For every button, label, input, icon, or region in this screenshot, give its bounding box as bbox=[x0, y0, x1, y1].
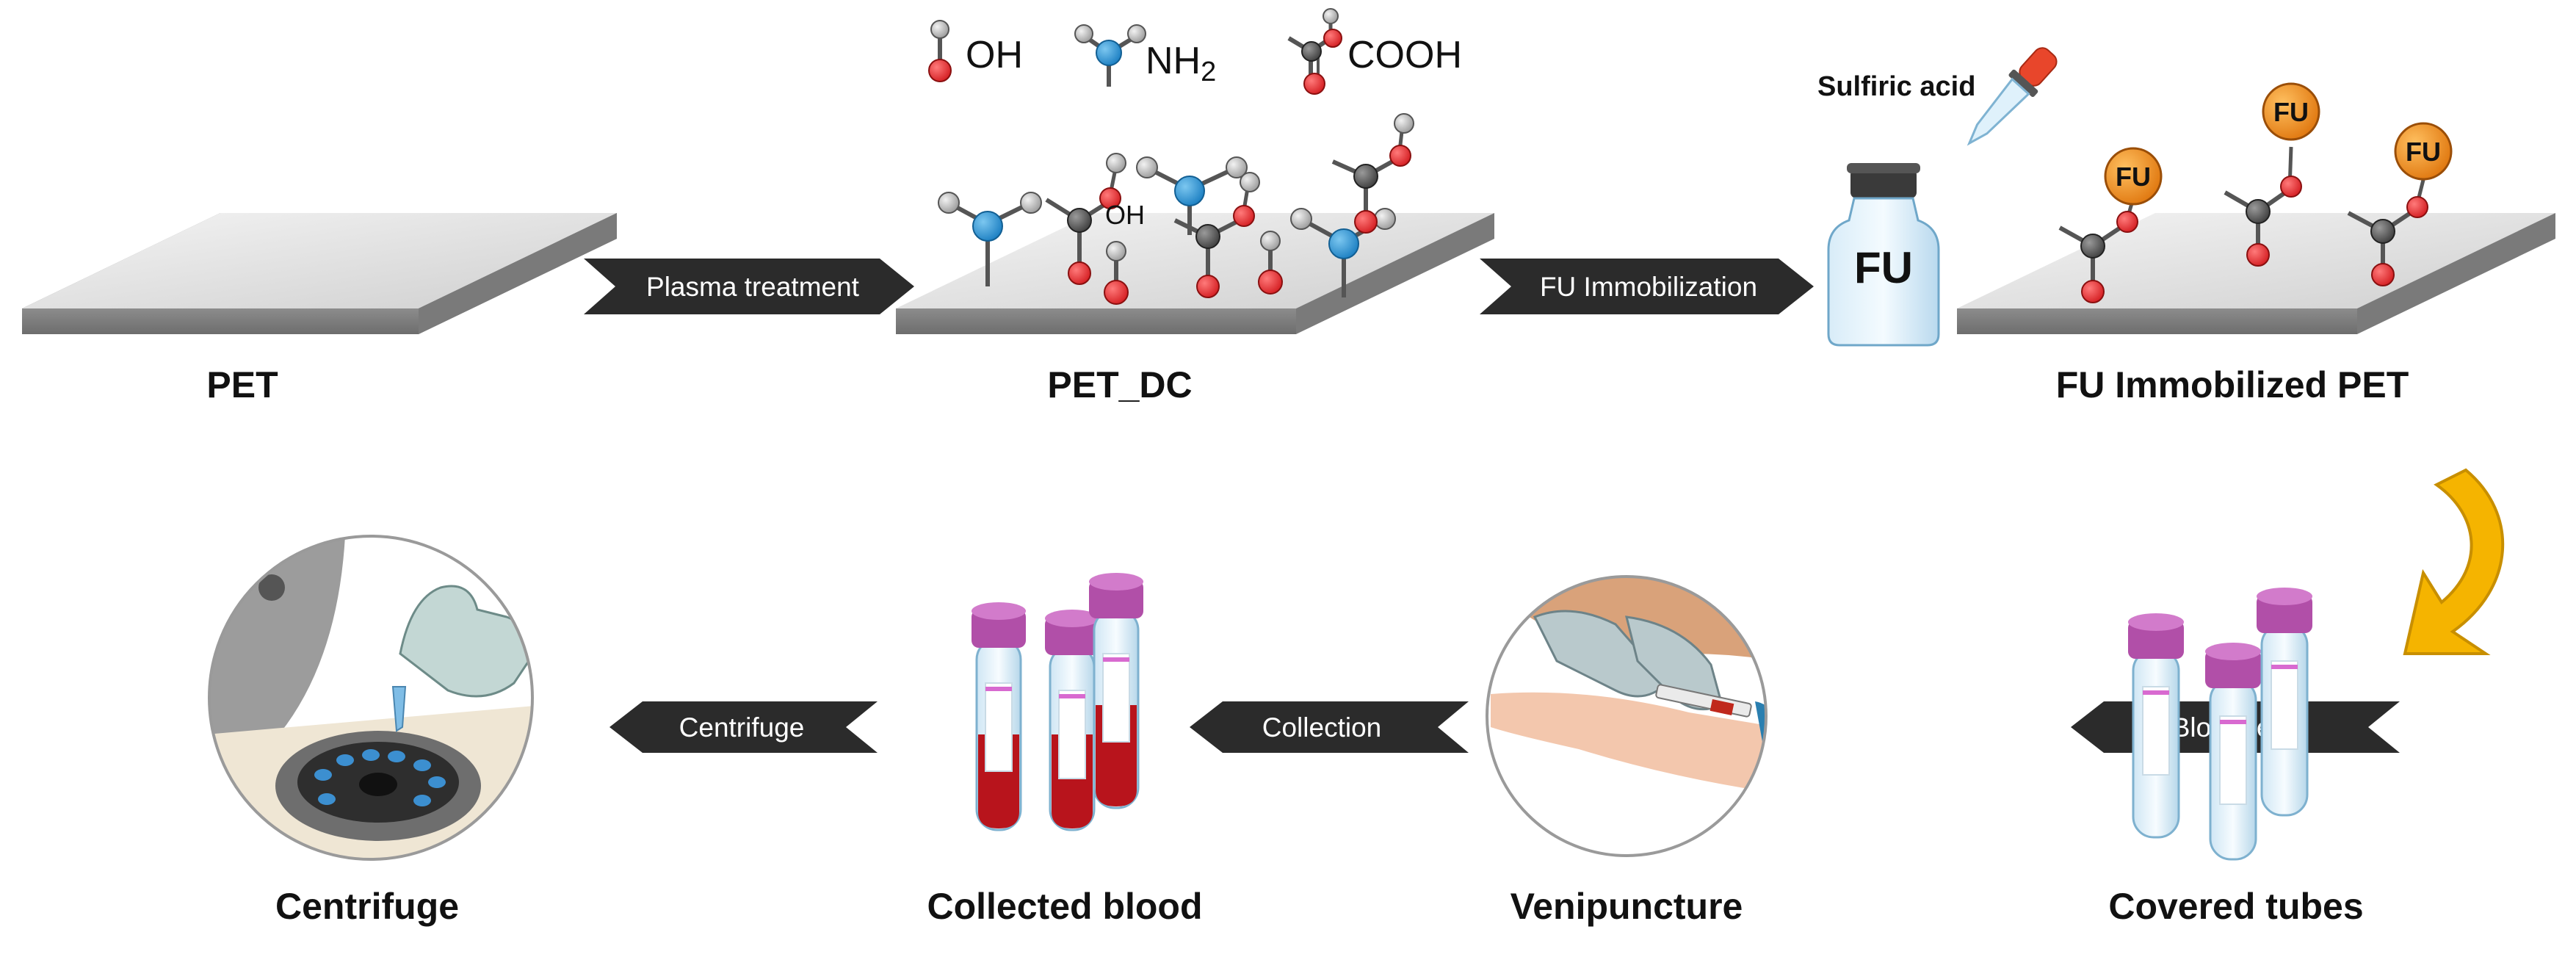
fu-attached-groups: FU FU FU bbox=[2058, 82, 2453, 303]
venipuncture-label: Venipuncture bbox=[1510, 886, 1743, 927]
curved-flow-arrow bbox=[2403, 468, 2505, 655]
covered-tubes-illustration bbox=[2128, 588, 2312, 861]
amine-legend-icon bbox=[1074, 24, 1146, 87]
legend: OH NH2 COOH bbox=[928, 8, 1462, 95]
fu-ester-group-icon: FU bbox=[2058, 147, 2163, 303]
collection-label: Collection bbox=[1262, 712, 1381, 743]
amine-group-icon bbox=[1136, 156, 1248, 235]
sulfuric-acid-label: Sulfiric acid bbox=[1817, 71, 1975, 102]
plasma-treatment-arrow: Plasma treatment bbox=[584, 259, 914, 314]
covered-tubes-label: Covered tubes bbox=[2108, 886, 2364, 927]
centrifuge-label: Centrifuge bbox=[275, 886, 459, 927]
pet-label: PET bbox=[206, 364, 278, 405]
test-tube-icon bbox=[2128, 613, 2184, 839]
fu-ball-label: FU bbox=[2406, 137, 2441, 167]
dropper-icon bbox=[1967, 47, 2058, 146]
test-tube-icon bbox=[2257, 588, 2312, 817]
carboxyl-group-icon bbox=[1045, 153, 1126, 285]
carboxyl-group-icon bbox=[1173, 172, 1260, 298]
legend-cooh-label: COOH bbox=[1347, 34, 1462, 76]
hydroxyl-group-icon bbox=[1258, 231, 1283, 295]
fu-immobilized-pet-label: FU Immobilized PET bbox=[2055, 364, 2409, 405]
amine-group-icon bbox=[938, 192, 1042, 286]
surface-functional-groups: OH bbox=[938, 113, 1414, 305]
venipuncture-illustration bbox=[1486, 575, 1768, 857]
collected-blood-illustration bbox=[972, 573, 1143, 831]
legend-nh2-label: NH2 bbox=[1146, 40, 1216, 87]
plasma-treatment-label: Plasma treatment bbox=[646, 272, 860, 302]
test-tube-icon bbox=[2205, 643, 2261, 861]
carboxyl-legend-icon bbox=[1287, 8, 1342, 95]
pet-slab bbox=[22, 213, 617, 334]
fu-ester-group-icon: FU bbox=[2347, 122, 2453, 286]
oh-inline-label: OH bbox=[1105, 200, 1145, 230]
fu-immobilization-label: FU Immobilization bbox=[1540, 272, 1757, 302]
fu-ester-group-icon: FU bbox=[2224, 82, 2320, 267]
centrifuge-arrow-label: Centrifuge bbox=[679, 712, 805, 743]
bottle-label: FU bbox=[1854, 243, 1913, 292]
hydroxyl-legend-icon bbox=[928, 20, 952, 82]
fu-ball-label: FU bbox=[2273, 97, 2309, 127]
blood-tube-icon bbox=[972, 602, 1026, 831]
fu-ball-label: FU bbox=[2116, 162, 2151, 192]
fu-immobilization-arrow: FU Immobilization bbox=[1480, 259, 1814, 314]
collected-blood-label: Collected blood bbox=[927, 886, 1203, 927]
pet-dc-label: PET_DC bbox=[1047, 364, 1193, 405]
collection-arrow: Collection bbox=[1190, 701, 1469, 753]
centrifuge-arrow: Centrifuge bbox=[609, 701, 878, 753]
centrifuge-illustration bbox=[208, 535, 534, 861]
hydroxyl-group-icon bbox=[1104, 241, 1129, 305]
legend-oh-label: OH bbox=[966, 34, 1023, 76]
blood-tube-icon bbox=[1045, 610, 1099, 831]
blood-tube-icon bbox=[1089, 573, 1143, 809]
fu-bottle: FU bbox=[1827, 163, 1940, 347]
carboxyl-group-icon bbox=[1331, 113, 1414, 234]
